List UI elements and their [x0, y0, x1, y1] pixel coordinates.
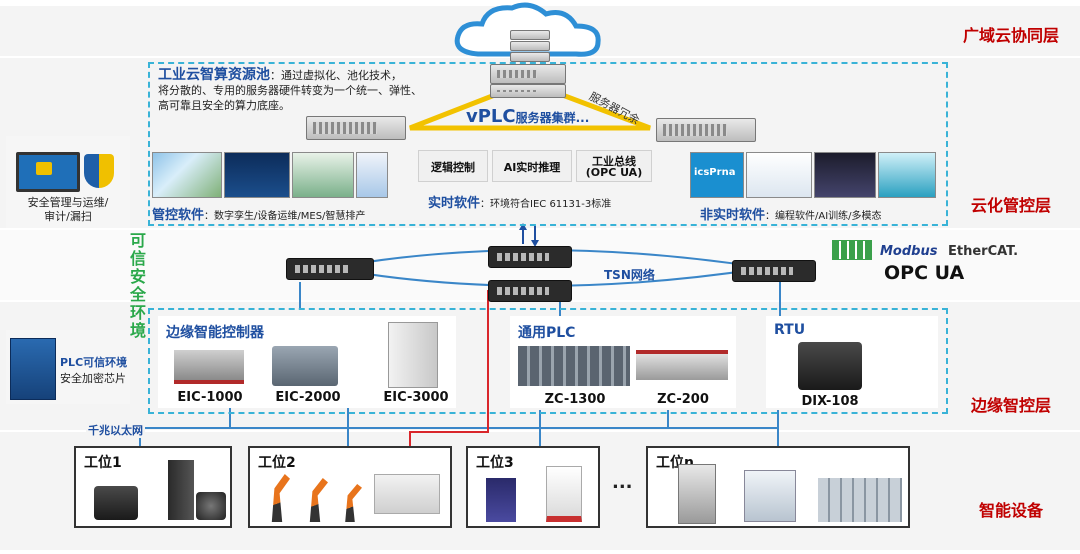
security-caption-1: 安全管理与运维/	[27, 196, 109, 209]
realtime-logic-control-box: 逻辑控制	[418, 150, 488, 182]
station-1: 工位1	[74, 446, 232, 528]
layer-label-smart-devices: 智能设备	[978, 501, 1043, 520]
gigabit-ethernet-label: 千兆以太网	[86, 422, 145, 438]
security-icon-panel: 安全管理与运维/ 审计/漏扫	[6, 136, 130, 228]
eic-2000-label: EIC-2000	[275, 390, 341, 405]
inverter-icon	[546, 466, 582, 522]
realtime-software-caption: 实时软件：环境符合IEC 61131-3标准	[428, 196, 612, 211]
resource-pool-container	[148, 62, 948, 226]
cloud-server-stack-2	[510, 41, 550, 51]
vplc-cluster-label: vPLC服务器集群...	[466, 106, 590, 127]
servo-motor-icon	[196, 492, 226, 520]
resource-pool-description: 工业云智算资源池：通过虚拟化、池化技术， 将分散的、专用的服务器硬件转变为一个统…	[158, 67, 422, 113]
zc-1300-device	[518, 346, 630, 386]
station-n: 工位n	[646, 446, 910, 528]
io-module-icon	[374, 474, 440, 514]
security-caption-2: 审计/漏扫	[44, 210, 92, 223]
cloud-icon	[454, 2, 601, 57]
plc-trusted-env-panel: PLC可信环境 安全加密芯片	[6, 330, 130, 404]
mgmt-software-caption: 管控软件：数字孪生/设备运维/MES/智慧排产	[152, 208, 366, 223]
tsn-switch-left	[286, 258, 374, 280]
layer-label-cloud-collab: 广域云协同层	[962, 26, 1059, 45]
layer-label-cloud-control: 云化管控层	[970, 196, 1051, 215]
dix-108-label: DIX-108	[801, 394, 859, 409]
edge-control-container	[148, 308, 948, 414]
chip-label: 安全加密芯片	[60, 372, 126, 385]
opcua-logo: OPC UA	[884, 262, 965, 284]
rtu-panel: RTU DIX-108	[766, 316, 938, 409]
ethercat-logo: EtherCAT.	[948, 244, 1019, 259]
realtime-industrial-bus-box: 工业总线 (OPC UA)	[576, 150, 652, 182]
modbus-logo: Modbus	[880, 244, 938, 259]
station-3: 工位3	[466, 446, 600, 528]
industrial-camera-icon	[94, 486, 138, 520]
eic-1000-label: EIC-1000	[177, 390, 243, 405]
edge-controller-title: 边缘智能控制器	[166, 325, 264, 341]
general-plc-title: 通用PLC	[518, 325, 576, 341]
stations-ellipsis: ...	[612, 472, 633, 493]
vplc-server-left	[306, 116, 406, 140]
tsn-switch-right	[732, 260, 816, 282]
tsn-switch-top	[488, 246, 572, 268]
realtime-ai-inference-box: AI实时推理	[492, 150, 572, 182]
cloud-server-stack-3	[510, 52, 550, 62]
plc-env-label: PLC可信环境	[60, 356, 128, 369]
tsn-network-label: TSN网络	[604, 268, 655, 282]
nonrealtime-software-thumbnails: icsPrna	[690, 152, 936, 198]
production-line-icon	[818, 478, 902, 522]
shield-icon	[84, 154, 114, 188]
vplc-server-top-2	[490, 84, 566, 98]
barcode-scanner-icon	[486, 478, 516, 522]
dix-108-device	[798, 342, 862, 390]
eic-3000-label: EIC-3000	[383, 390, 449, 405]
trusted-env-title: 可信安全环境	[130, 231, 147, 340]
edge-controller-panel: 边缘智能控制器 EIC-1000 EIC-2000 EIC-3000	[158, 316, 456, 408]
station-2: 工位2	[248, 446, 452, 528]
servo-drive-icon	[168, 460, 194, 520]
vplc-triangle	[409, 79, 651, 131]
robot-arm-icon-3	[345, 484, 362, 522]
eic-1000-device	[174, 350, 244, 384]
resource-pool-title: 工业云智算资源池	[158, 67, 270, 83]
mgmt-software-thumbnails	[152, 152, 388, 200]
encryption-chip-icon	[10, 338, 56, 400]
eic-2000-device	[272, 346, 338, 386]
robot-arm-icon-1	[271, 474, 290, 522]
zc-1300-label: ZC-1300	[544, 392, 606, 407]
zc-200-device	[636, 350, 728, 380]
layer-label-edge-control: 边缘智控层	[970, 396, 1051, 415]
rtu-title: RTU	[774, 322, 806, 338]
zc-200-label: ZC-200	[657, 392, 709, 407]
tsn-switch-bottom	[488, 280, 572, 302]
test-bench-icon	[744, 470, 796, 522]
robot-arm-icon-2	[309, 478, 328, 522]
vplc-server-top	[490, 64, 566, 84]
nonrealtime-software-caption: 非实时软件：编程软件/AI训练/多模态	[700, 208, 882, 223]
cloud-server-stack-1	[510, 30, 550, 40]
lock-icon	[36, 162, 52, 175]
machine-cabinet-icon	[678, 464, 716, 524]
vplc-server-right	[656, 118, 756, 142]
general-plc-panel: 通用PLC ZC-1300 ZC-200	[510, 316, 736, 408]
profinet-logo	[832, 240, 872, 260]
eic-3000-device	[388, 322, 438, 388]
